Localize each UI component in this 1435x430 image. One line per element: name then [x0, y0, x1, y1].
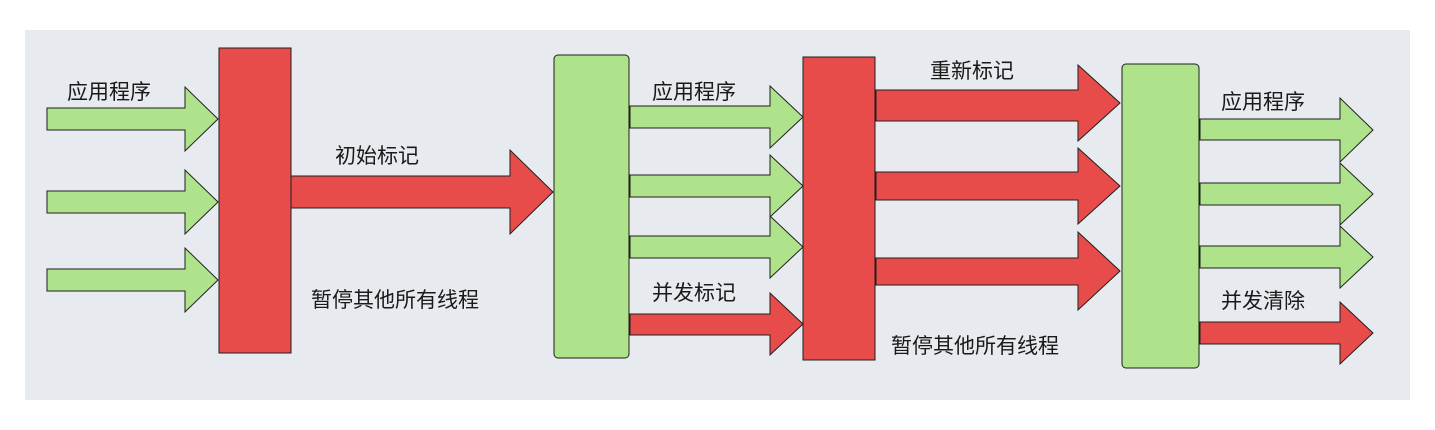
app-thread-arrow [629, 84, 804, 150]
app-program-label: 应用程序 [652, 80, 736, 104]
concurrent-mark-block [553, 54, 630, 359]
app-thread-arrow [629, 214, 804, 280]
remark-arrow [875, 230, 1121, 312]
initial-mark-label: 初始标记 [335, 144, 419, 168]
concurrent-sweep-label: 并发清除 [1221, 289, 1305, 313]
initial-mark-pause-block [218, 47, 292, 354]
app-thread-arrow [46, 168, 219, 236]
pause-all-threads-label: 暂停其他所有线程 [311, 288, 479, 312]
app-thread-arrow [46, 246, 219, 314]
app-thread-arrow [1199, 96, 1374, 164]
concurrent-sweep-block [1121, 63, 1200, 369]
app-thread-arrow [46, 85, 219, 153]
remark-label: 重新标记 [930, 59, 1014, 83]
app-program-label: 应用程序 [1221, 90, 1305, 114]
pause-all-threads-label: 暂停其他所有线程 [891, 334, 1059, 358]
remark-arrow [875, 146, 1121, 226]
concurrent-sweep-arrow [1199, 300, 1374, 366]
app-thread-arrow [1199, 224, 1374, 290]
initial-mark-arrow [290, 148, 554, 236]
app-thread-arrow [1199, 161, 1374, 227]
app-program-label: 应用程序 [67, 80, 151, 104]
concurrent-mark-label: 并发标记 [652, 281, 736, 305]
concurrent-mark-arrow [629, 291, 804, 357]
remark-arrow [875, 63, 1121, 143]
remark-pause-block [802, 56, 876, 361]
app-thread-arrow [629, 153, 804, 219]
